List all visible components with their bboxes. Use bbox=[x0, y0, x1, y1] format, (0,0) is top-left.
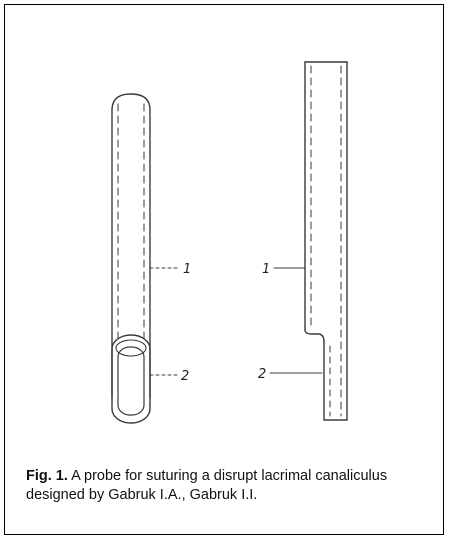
right-probe-label-2: 2 bbox=[258, 367, 266, 382]
right-probe-label-1: 1 bbox=[262, 262, 270, 277]
left-probe-label-1: 1 bbox=[183, 262, 191, 277]
left-probe-window-rim bbox=[115, 339, 147, 357]
right-probe bbox=[269, 61, 348, 421]
figure-border bbox=[4, 4, 444, 535]
left-probe bbox=[111, 93, 181, 424]
right-probe-step bbox=[304, 329, 325, 343]
figure-caption-text: A probe for suturing a disrupt lacrimal … bbox=[26, 468, 388, 503]
left-probe-window-inner bbox=[117, 346, 145, 416]
figure-caption-label: Fig. 1. bbox=[26, 468, 68, 484]
left-probe-top-cap bbox=[111, 93, 151, 111]
figure-caption: Fig. 1. A probe for suturing a disrupt l… bbox=[26, 467, 426, 505]
left-probe-label-2: 2 bbox=[181, 369, 189, 384]
left-probe-window-outer bbox=[111, 334, 151, 424]
